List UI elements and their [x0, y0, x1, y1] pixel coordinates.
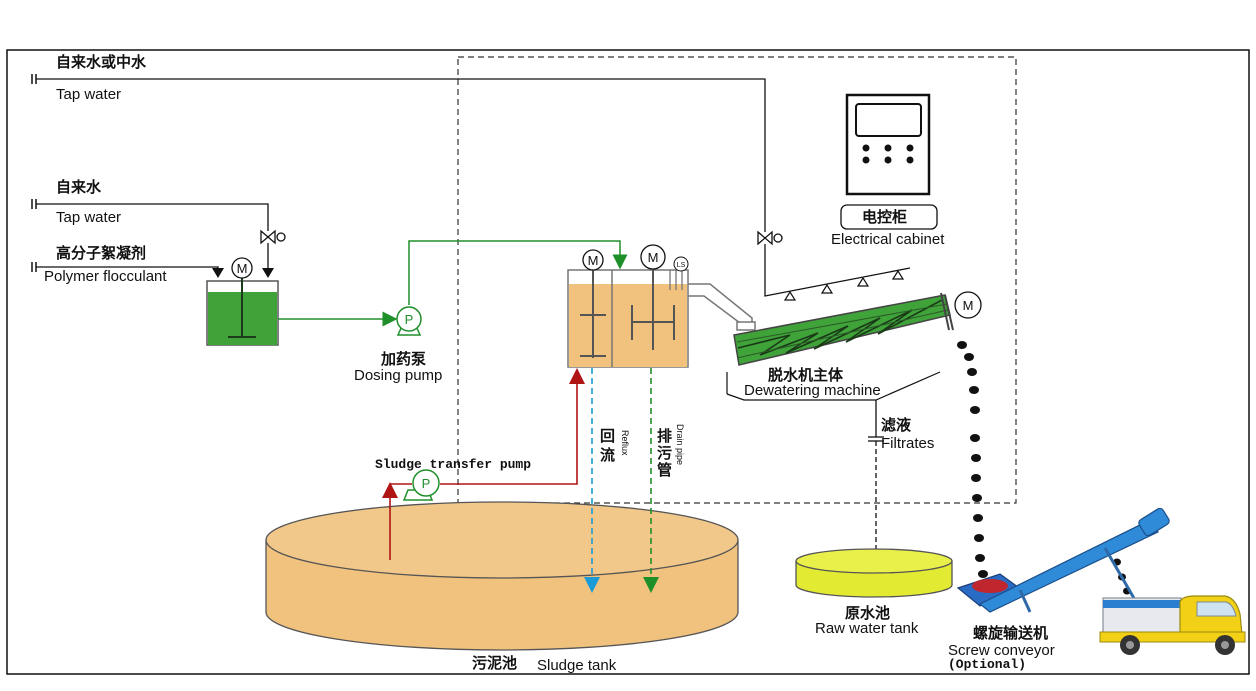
polymer-flocculant-label-cn: 高分子絮凝剂 — [56, 244, 147, 262]
screw-conveyor-label-cn: 螺旋输送机 — [973, 624, 1049, 642]
svg-text:P: P — [405, 312, 414, 327]
svg-text:LS: LS — [677, 262, 686, 269]
sludge-tank-label-cn: 污泥池 — [472, 654, 518, 672]
sludge-tank-label-en: Sludge tank — [537, 657, 617, 674]
dosing-pump-label-cn: 加药泵 — [381, 350, 427, 368]
filtrates-label-en: Filtrates — [881, 435, 935, 452]
dewatering-machine-label-en: Dewatering machine — [744, 382, 881, 399]
raw-water-tank-label-cn: 原水池 — [845, 604, 891, 622]
truck-drawing — [1099, 595, 1246, 655]
reaction-tank: M M LS — [567, 244, 689, 368]
raw-water-tank-label-en: Raw water tank — [815, 620, 919, 637]
svg-text:M: M — [237, 261, 248, 276]
reflux-label-cn: 回流 — [598, 428, 616, 466]
sludge-tank — [265, 501, 739, 651]
dosing-pump-label-en: Dosing pump — [354, 367, 443, 384]
sludge-transfer-line — [382, 368, 585, 560]
outer-frame — [6, 49, 1250, 675]
tap-water-top-label-cn: 自来水或中水 — [56, 53, 147, 71]
tap-water-label-cn: 自来水 — [56, 178, 102, 196]
electrical-cabinet-label-en: Electrical cabinet — [831, 231, 945, 248]
screw-conveyor-optional-label: (Optional) — [948, 657, 1027, 672]
overflow-pipe — [688, 283, 756, 331]
svg-text:M: M — [648, 250, 659, 265]
svg-text:M: M — [963, 298, 974, 313]
screw-conveyor-drawing — [956, 507, 1170, 613]
raw-water-tank — [795, 548, 953, 598]
sludge-transfer-pump-symbol: P — [402, 469, 440, 501]
tap-water-top-label-en: Tap water — [56, 86, 122, 103]
dewatering-machine: M — [726, 291, 982, 401]
spray-nozzles — [783, 269, 905, 301]
equipment-boundary — [457, 56, 1017, 504]
drain-pipe-label-cn: 排污管 — [655, 428, 673, 479]
dosing-line — [278, 240, 628, 327]
dewatering-machine-label-cn: 脱水机主体 — [768, 366, 844, 384]
electrical-cabinet-label-cn: 电控柜 — [862, 208, 908, 226]
svg-text:P: P — [422, 476, 431, 491]
screw-conveyor-label-en: Screw conveyor — [948, 642, 1055, 659]
sludge-transfer-pump-label: Sludge transfer pump — [375, 457, 532, 472]
tap-water-line-second — [31, 199, 286, 278]
polymer-mixing-tank: M — [206, 257, 279, 346]
drain-pipe-label-en: Drain pipe — [675, 424, 685, 466]
filtrates-label-cn: 滤液 — [881, 416, 912, 434]
dosing-pump-symbol: P — [396, 306, 422, 336]
reflux-label-en: Reflux — [620, 430, 630, 456]
svg-text:M: M — [588, 253, 599, 268]
polymer-flocculant-label-en: Polymer flocculant — [44, 268, 167, 285]
electrical-cabinet-drawing — [840, 93, 938, 230]
tap-water-line-top — [31, 74, 911, 297]
tap-water-label-en: Tap water — [56, 209, 122, 226]
polymer-flocculant-line — [31, 262, 224, 278]
